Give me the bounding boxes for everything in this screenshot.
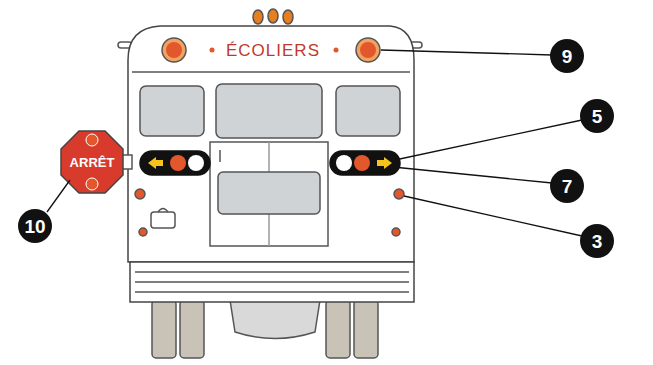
callout-number: 10 <box>18 209 52 243</box>
callout-number: 7 <box>550 169 584 203</box>
callout-number: 3 <box>580 224 614 258</box>
callout-number: 5 <box>580 99 614 133</box>
stop-sign-text: ARRÊT <box>70 156 115 169</box>
callout-number: 9 <box>550 39 584 73</box>
bus-lettering: ÉCOLIERS <box>224 42 322 59</box>
